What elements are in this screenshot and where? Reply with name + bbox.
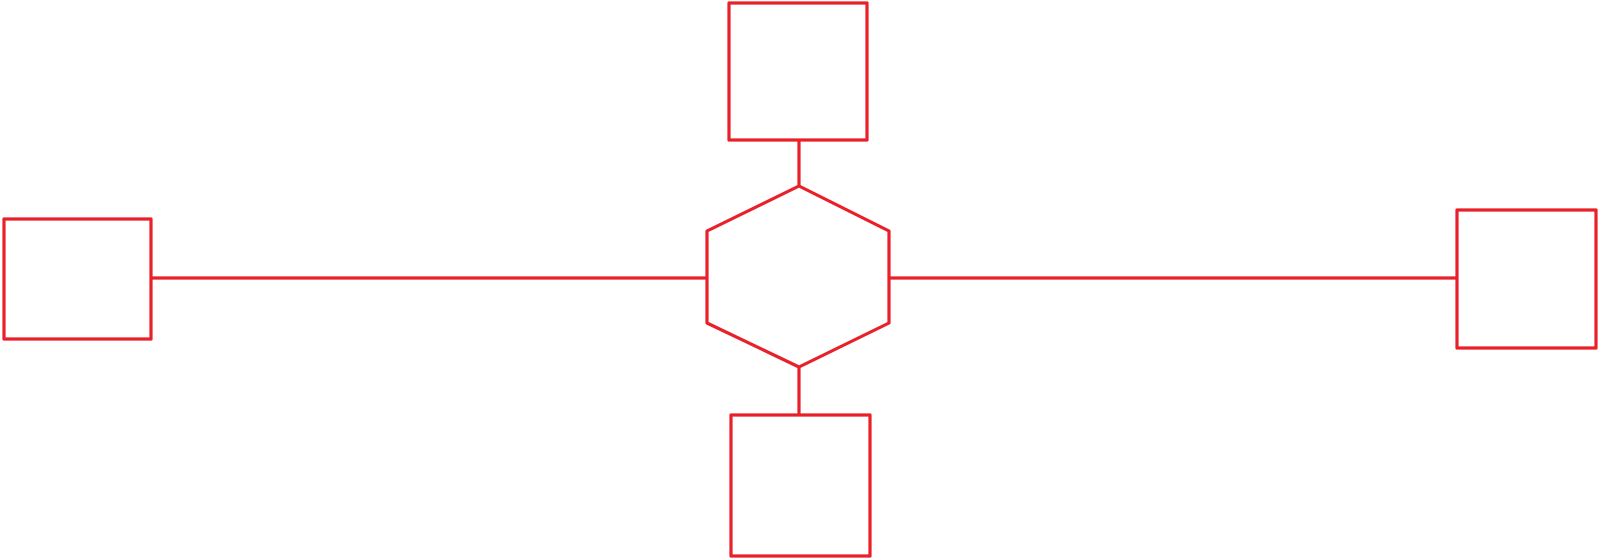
node-bottom-box[interactable] [729, 413, 872, 558]
node-top-box[interactable] [727, 1, 869, 142]
node-left-box[interactable] [2, 217, 153, 341]
hub-hexagon[interactable] [705, 184, 891, 369]
node-right-box[interactable] [1455, 208, 1598, 350]
